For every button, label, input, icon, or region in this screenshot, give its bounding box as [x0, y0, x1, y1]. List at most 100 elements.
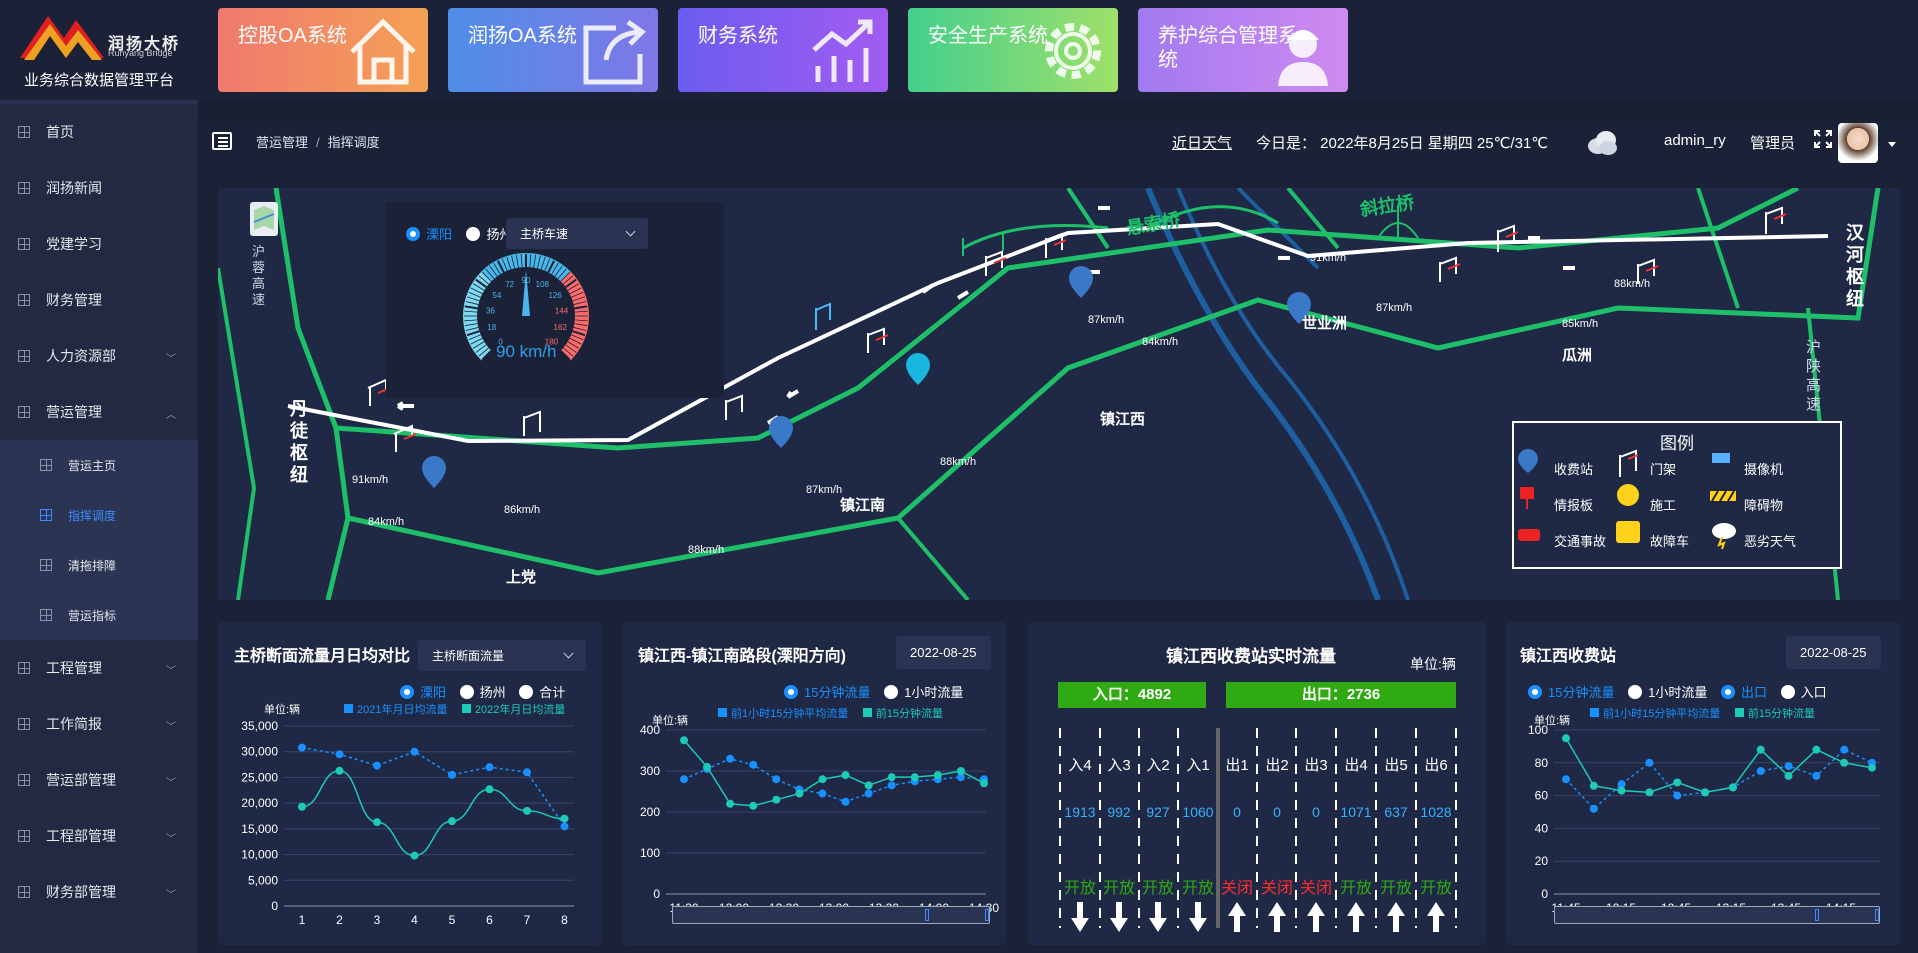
radio-1h[interactable] — [884, 684, 899, 699]
radio-entry[interactable] — [1780, 684, 1795, 699]
station-label[interactable]: 镇江南 — [840, 497, 886, 514]
legend-swatch — [718, 708, 727, 718]
gauge-tick — [475, 278, 487, 289]
zoom-handle[interactable] — [1875, 909, 1879, 921]
lane-count: 1913 — [1064, 804, 1096, 820]
chevron-icon: ﹀ — [166, 778, 176, 789]
radio-yangzhou[interactable] — [466, 226, 481, 241]
lane-count: 637 — [1384, 804, 1408, 820]
radio-15min[interactable] — [784, 684, 798, 699]
lane-count: 0 — [1312, 804, 1320, 820]
lane-status: 开放 — [1379, 880, 1412, 897]
map-layer-button[interactable] — [250, 202, 278, 236]
radio-label: 合计 — [539, 685, 566, 700]
system-button-safety[interactable]: 安全生产系统 — [908, 8, 1118, 92]
brand-logo[interactable]: 润扬大桥 Runyang Bridge 业务综合数据管理平台 — [0, 0, 198, 100]
radio-15min[interactable] — [1528, 684, 1542, 699]
lane-count: 0 — [1233, 804, 1241, 820]
sidebar-item[interactable]: 工程管理﹀ — [0, 640, 198, 696]
avatar[interactable] — [1838, 123, 1878, 163]
legend-item: 情报板 — [1554, 498, 1594, 513]
gauge-tick — [475, 344, 487, 353]
data-point — [373, 761, 381, 770]
sidebar-item[interactable]: 人力资源部﹀ — [0, 328, 198, 384]
system-button-finance[interactable]: 财务系统 — [678, 8, 888, 92]
sidebar-item[interactable]: 财务部管理﹀ — [0, 864, 198, 920]
gauge-tick — [515, 254, 519, 268]
zoom-handle[interactable] — [985, 909, 989, 921]
speed-label: 88km/h — [1614, 278, 1651, 290]
date-picker[interactable]: 2022-08-25 — [896, 636, 991, 669]
chart-zoom-slider[interactable] — [672, 906, 990, 924]
system-button-ry-oa[interactable]: 润扬OA系统 — [448, 8, 658, 92]
date-picker[interactable]: 2022-08-25 — [1786, 636, 1881, 669]
panel-segment-flow: 镇江西-镇江南路段(溧阳方向) 2022-08-25 15分钟流量 1小时流量 … — [622, 622, 1006, 945]
station-chart[interactable]: 02040608010011:4512:1512:4513:1513:4514:… — [1506, 722, 1900, 918]
data-point — [772, 795, 781, 804]
gear-icon — [1045, 23, 1101, 79]
legend-swatch — [344, 704, 353, 714]
radio-total[interactable] — [519, 684, 534, 699]
sidebar-item[interactable]: 营运指标 — [0, 590, 198, 640]
data-point — [726, 799, 735, 808]
menu-toggle-icon[interactable] — [212, 132, 232, 150]
gauge-tick-label: 18 — [487, 323, 496, 332]
system-button-kg-oa[interactable]: 控股OA系统 — [218, 8, 428, 92]
breadcrumb-item[interactable]: 营运管理 — [256, 135, 309, 150]
gauge-tick — [565, 344, 577, 353]
fullscreen-icon[interactable] — [1814, 130, 1832, 148]
platform-title: 业务综合数据管理平台 — [23, 72, 174, 89]
gantry-icon — [1619, 449, 1637, 477]
grid-icon — [40, 609, 52, 621]
station-label[interactable]: 镇江西 — [1100, 411, 1146, 428]
username[interactable]: admin_ry — [1664, 132, 1726, 149]
station-label[interactable]: 世业洲 — [1302, 315, 1348, 332]
gauge-tick-label: 162 — [554, 323, 568, 332]
speed-type-select[interactable]: 主桥车速 — [506, 218, 648, 249]
radio-liyang[interactable] — [400, 684, 414, 699]
sidebar-item[interactable]: 营运部管理﹀ — [0, 752, 198, 808]
zoom-handle[interactable] — [1815, 909, 1819, 921]
gauge-tick — [572, 330, 586, 337]
station-label[interactable]: 瓜洲 — [1562, 347, 1593, 364]
sidebar-item[interactable]: 工程部管理﹀ — [0, 808, 198, 864]
chart-zoom-slider[interactable] — [1554, 906, 1880, 924]
gauge-tick-label: 72 — [505, 280, 514, 289]
weather-link[interactable]: 近日天气 — [1172, 135, 1233, 152]
sidebar-item[interactable]: 营运管理︿ — [0, 384, 198, 440]
sidebar-item[interactable]: 营运主页 — [0, 440, 198, 490]
data-point — [680, 736, 688, 745]
segment-chart[interactable]: 010020030040011:3012:0012:3013:0013:3014… — [622, 722, 1006, 918]
sidebar-item[interactable]: 财务管理 — [0, 272, 198, 328]
gauge-tick — [464, 319, 478, 322]
data-point — [749, 760, 758, 769]
road-map[interactable]: 沪蓉高速 沪陕高速 丹徒枢纽 汉河枢纽 悬索桥 斜拉桥 上党 镇江南 镇江西 世… — [218, 188, 1900, 600]
data-point — [1784, 771, 1793, 780]
system-button-maintenance[interactable]: 养护综合管理系统 — [1138, 8, 1348, 92]
zoom-handle[interactable] — [925, 909, 929, 921]
data-point — [1784, 762, 1793, 771]
data-point — [335, 766, 344, 775]
gauge-tick — [465, 327, 479, 331]
user-dropdown-icon[interactable] — [1888, 142, 1896, 147]
sidebar-item[interactable]: 清拖排障 — [0, 540, 198, 590]
grid-icon — [18, 238, 30, 250]
sidebar-item[interactable]: 党建学习 — [0, 216, 198, 272]
station-pin-icon — [422, 266, 1311, 488]
sidebar-item[interactable]: 指挥调度 — [0, 490, 198, 540]
radio-1h[interactable] — [1628, 684, 1643, 699]
radio-yangzhou[interactable] — [459, 684, 474, 699]
speed-label: 87km/h — [1088, 314, 1125, 326]
sidebar-item[interactable]: 工作简报﹀ — [0, 696, 198, 752]
station-label[interactable]: 上党 — [506, 569, 537, 586]
gauge-tick — [560, 271, 571, 282]
arrow-down-icon — [1071, 902, 1089, 932]
flow-type-select[interactable]: 主桥断面流量 — [418, 640, 586, 671]
sidebar-item[interactable]: 首页 — [0, 104, 198, 160]
radio-liyang[interactable] — [406, 226, 420, 241]
y-tick-label: 5,000 — [248, 873, 278, 887]
radio-exit[interactable] — [1720, 684, 1735, 699]
construction-icon — [1617, 484, 1639, 506]
sidebar-item[interactable]: 润扬新闻 — [0, 160, 198, 216]
flow-chart[interactable]: 05,00010,00015,00020,00025,00030,00035,0… — [218, 718, 602, 948]
